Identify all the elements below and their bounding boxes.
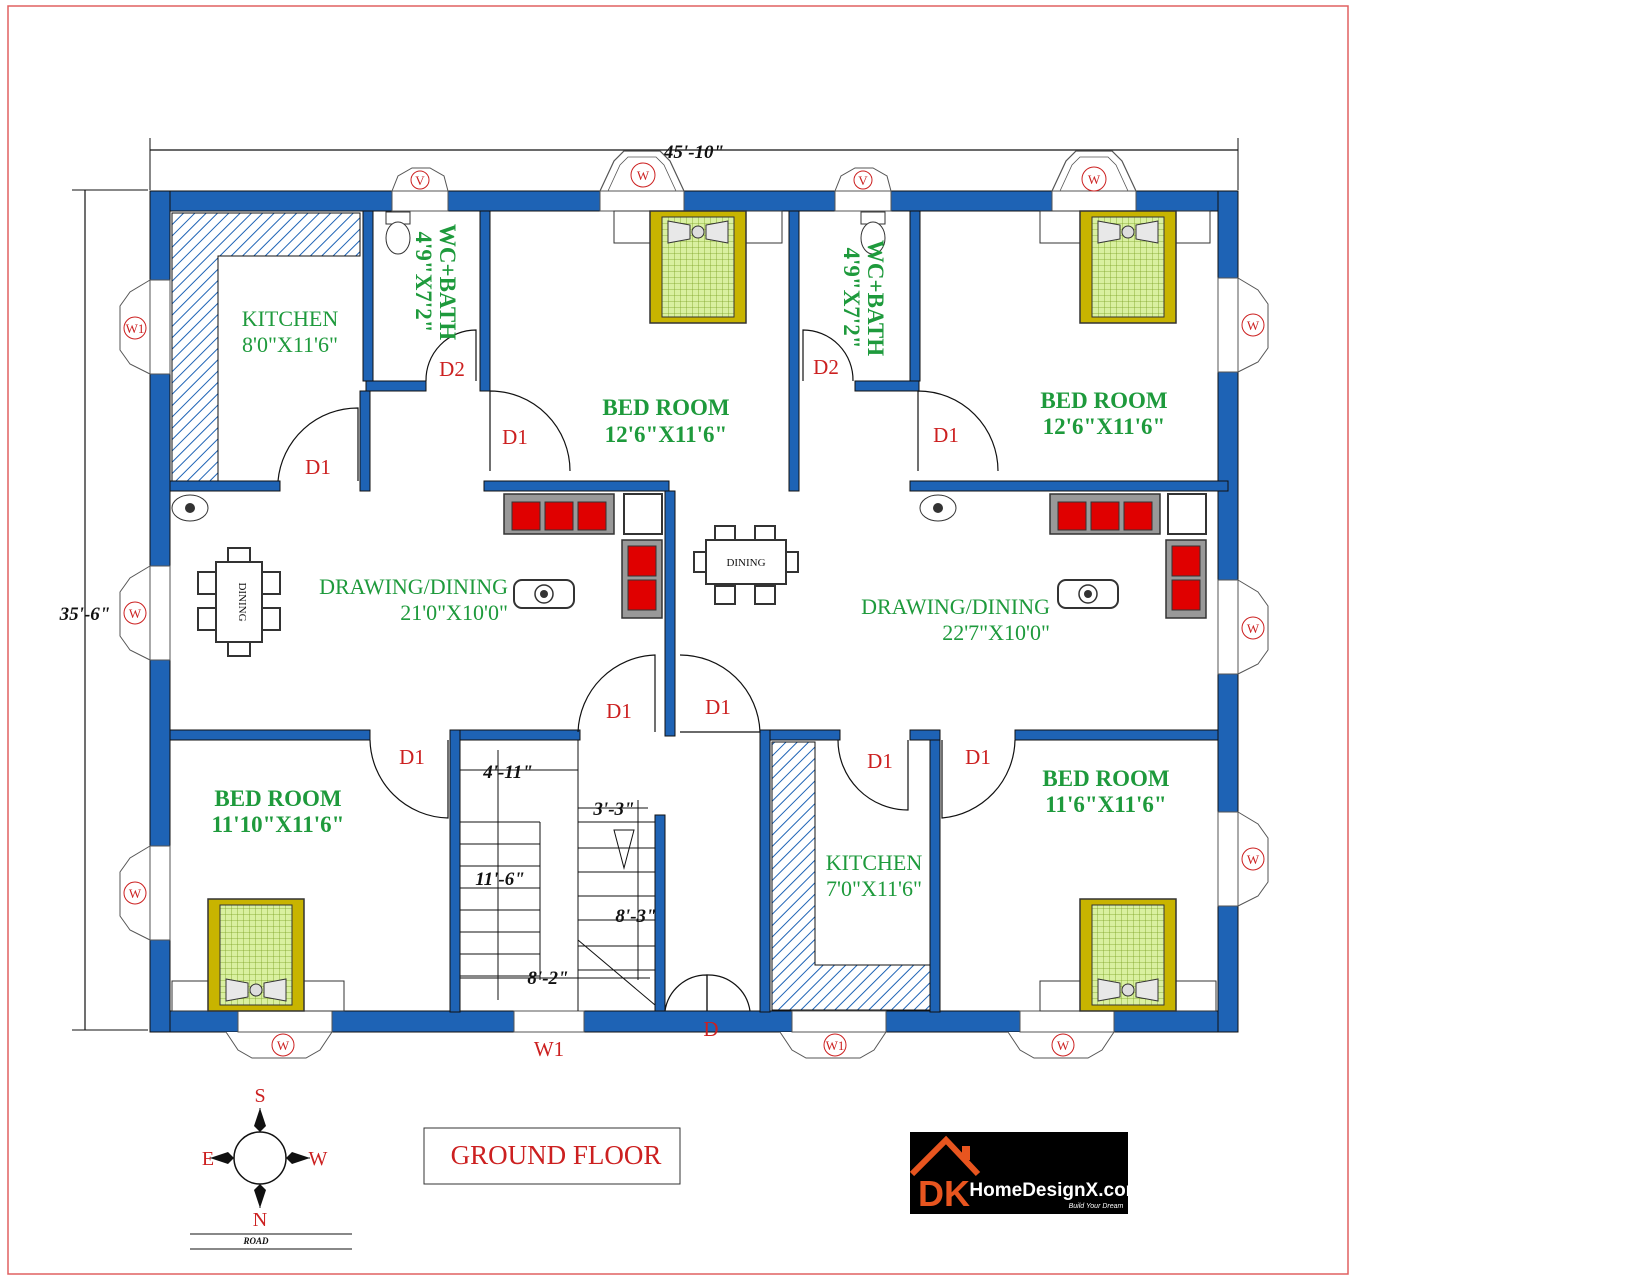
- overall-depth-label: 35'-6": [59, 604, 111, 625]
- door-label-d2: D2: [813, 355, 839, 379]
- road-marker: ROAD: [190, 1233, 352, 1250]
- side-table-left: [623, 493, 663, 535]
- door-label-main: D: [703, 1017, 718, 1041]
- window-label-w: W: [1088, 172, 1101, 187]
- room-bed-top-left-name: BED ROOM: [602, 395, 729, 420]
- sheet-border: [7, 5, 1349, 1275]
- window-label-w1: W1: [826, 1038, 845, 1053]
- center-table-left: [513, 579, 575, 609]
- compass-east: E: [202, 1148, 214, 1170]
- toilet-left: [385, 211, 411, 255]
- overall-depth-dimension: 35'-6": [59, 189, 148, 1031]
- sink-right: [919, 494, 957, 522]
- staircase: [460, 740, 656, 1011]
- window-label-w: W: [1057, 1038, 1070, 1053]
- room-wc-right-size: 4'9"X7'2": [839, 248, 864, 349]
- logo-dk: DK: [918, 1173, 970, 1214]
- bed-top-right: [1039, 210, 1211, 324]
- bed-top-left: [613, 210, 783, 324]
- drawing-title: GROUND FLOOR: [451, 1140, 662, 1170]
- room-bed-top-left-size: 12'6"X11'6": [605, 422, 728, 447]
- dining-table-right: DINING: [693, 525, 799, 605]
- door-label-d1: D1: [705, 695, 731, 719]
- door-label-d1: D1: [933, 423, 959, 447]
- center-table-right: [1057, 579, 1119, 609]
- window-bays: W W V V W1 W W W W: [119, 150, 1269, 1061]
- ventilator-label: V: [415, 173, 425, 188]
- door-swings: [277, 329, 1016, 1012]
- room-wc-right-name: WC+BATH: [863, 240, 888, 356]
- door-label-d1: D1: [606, 699, 632, 723]
- side-table-right: [1167, 493, 1207, 535]
- room-kitchen-right-size: 7'0"X11'6": [826, 876, 922, 901]
- compass-south: S: [254, 1085, 265, 1107]
- ventilator-label: V: [858, 173, 868, 188]
- room-kitchen-right-name: KITCHEN: [826, 850, 923, 875]
- window-label-w: W: [129, 886, 142, 901]
- logo: DK HomeDesignX.com Build Your Dream: [909, 1132, 1143, 1214]
- door-label-d1: D1: [399, 745, 425, 769]
- sofa-left: [503, 493, 615, 535]
- overall-width-dimension: 45'-10": [149, 138, 1239, 190]
- bed-bottom-right: [1039, 898, 1217, 1012]
- stair-landing-label: 3'-3": [592, 799, 634, 820]
- window-label-w: W: [277, 1038, 290, 1053]
- room-bed-bottom-left-name: BED ROOM: [214, 786, 341, 811]
- door-label-d1: D1: [965, 745, 991, 769]
- bed-bottom-left: [171, 898, 345, 1012]
- compass-north: N: [253, 1209, 267, 1231]
- room-drawing-left-size: 21'0"X10'0": [400, 600, 508, 625]
- sofa-chair-left: [621, 539, 663, 619]
- stair-run-label: 8'-3": [615, 906, 656, 927]
- logo-tagline: Build Your Dream: [1069, 1203, 1124, 1210]
- door-label-d1: D1: [867, 749, 893, 773]
- room-drawing-left-name: DRAWING/DINING: [319, 574, 508, 599]
- toilet-right: [860, 211, 886, 255]
- compass: S E W N: [202, 1085, 328, 1231]
- door-label-d1: D1: [502, 425, 528, 449]
- room-kitchen-left-size: 8'0"X11'6": [242, 332, 338, 357]
- room-wc-left-name: WC+BATH: [435, 224, 460, 340]
- room-kitchen-left-name: KITCHEN: [242, 306, 339, 331]
- dining-label-left: DINING: [236, 582, 248, 621]
- room-bed-top-right-size: 12'6"X11'6": [1043, 414, 1166, 439]
- compass-west: W: [309, 1148, 328, 1170]
- room-drawing-right-size: 22'7"X10'0": [942, 620, 1050, 645]
- stair-length-label: 11'-6": [475, 869, 525, 890]
- sofa-right: [1049, 493, 1161, 535]
- window-label-w: W: [1247, 621, 1260, 636]
- room-bed-top-right-name: BED ROOM: [1040, 388, 1167, 413]
- door-label-d2: D2: [439, 357, 465, 381]
- door-label-d1: D1: [305, 455, 331, 479]
- window-label-w: W: [129, 606, 142, 621]
- dining-table-left: DINING: [197, 547, 281, 657]
- stair-overall-label: 8'-2": [527, 968, 568, 989]
- window-label-w: W: [1247, 318, 1260, 333]
- title-box: [423, 1127, 681, 1185]
- window-label-w1: W1: [126, 321, 145, 336]
- room-bed-bottom-left-size: 11'10"X11'6": [212, 812, 345, 837]
- stair-width-label: 4'-11": [482, 762, 533, 783]
- road-label: ROAD: [242, 1236, 269, 1246]
- window-label-w1: W1: [534, 1037, 564, 1061]
- room-wc-left-size: 4'9"X7'2": [411, 232, 436, 333]
- kitchen-counter-left: [171, 212, 361, 482]
- window-label-w: W: [1247, 852, 1260, 867]
- room-bed-bottom-right-name: BED ROOM: [1042, 766, 1169, 791]
- sofa-chair-right: [1165, 539, 1207, 619]
- overall-width-label: 45'-10": [663, 142, 724, 163]
- room-bed-bottom-right-size: 11'6"X11'6": [1045, 792, 1166, 817]
- logo-name: HomeDesignX.com: [969, 1180, 1142, 1201]
- dining-label-right: DINING: [726, 557, 765, 569]
- window-label-w: W: [637, 168, 650, 183]
- kitchen-counter-right: [771, 741, 931, 1011]
- sink-left: [171, 494, 209, 522]
- room-drawing-right-name: DRAWING/DINING: [861, 594, 1050, 619]
